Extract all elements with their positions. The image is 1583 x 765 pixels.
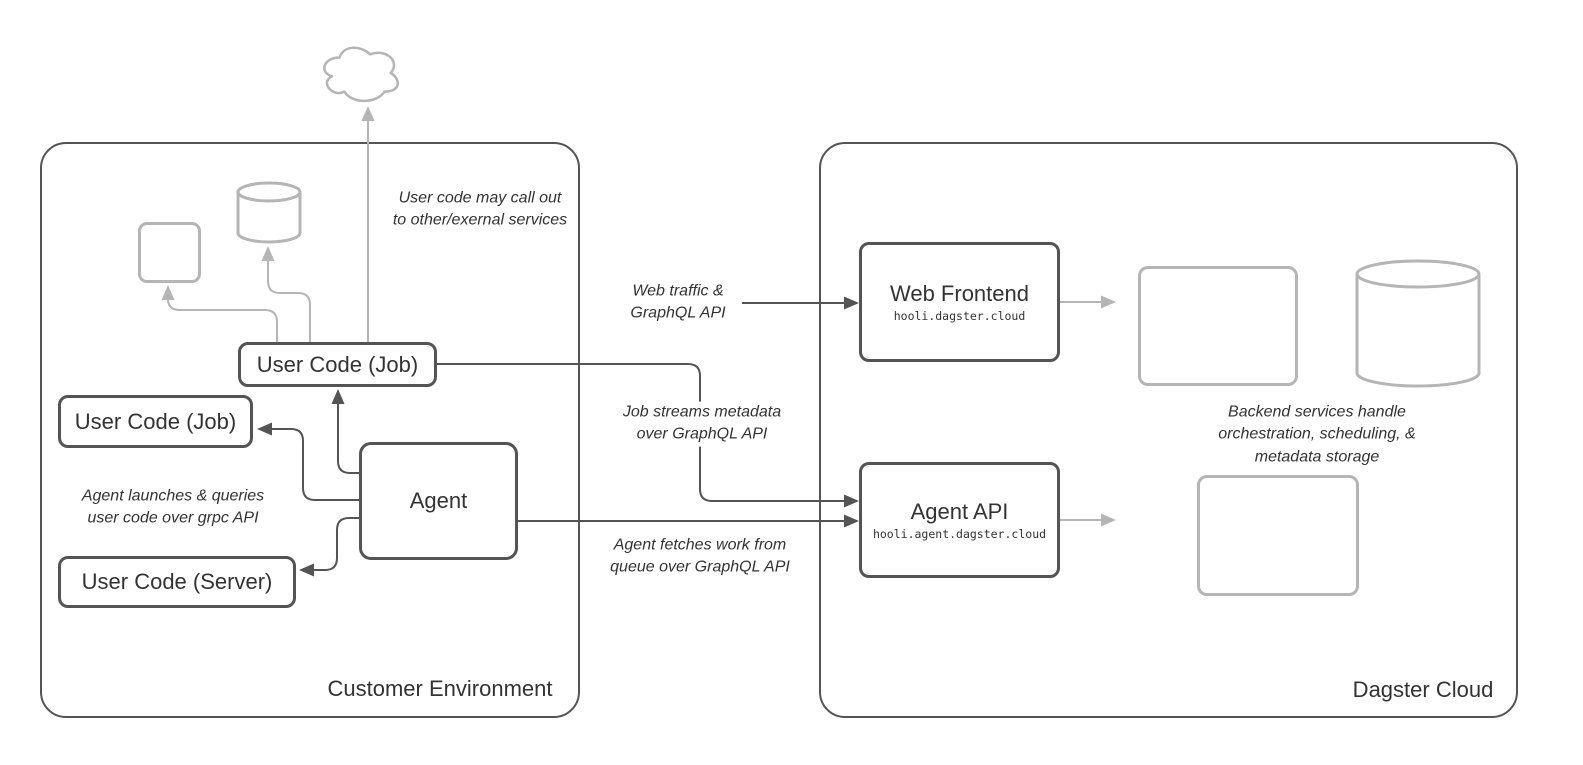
customer-environment-label: Customer Environment (327, 676, 553, 701)
edge-api-to-backend (1060, 513, 1116, 527)
node-label: Web Frontend (889, 280, 1029, 306)
node-agent-api: Agent API hooli.agent.dagster.cloud (859, 462, 1060, 578)
backend-service-box-bottom (1197, 475, 1359, 596)
annotation-agent-fetches: Agent fetches work from queue over Graph… (590, 534, 810, 580)
edge-agent-to-server (299, 517, 359, 577)
database-icon-right (1355, 259, 1481, 388)
edge-frontend-to-backend (1060, 295, 1116, 309)
node-label: User Code (Server) (81, 569, 273, 595)
customer-environment-container (40, 142, 580, 718)
edge-job-to-database (261, 246, 311, 342)
annotation-agent-grpc: Agent launches & queries user code over … (63, 485, 283, 531)
backend-service-box-top (1138, 266, 1298, 386)
node-label: Agent (409, 488, 468, 514)
node-subtitle: hooli.dagster.cloud (893, 309, 1026, 324)
node-label: User Code (Job) (74, 408, 237, 434)
annotation-job-streams: Job streams metadata over GraphQL API (597, 401, 807, 447)
node-label: User Code (Job) (256, 351, 419, 377)
cloud-icon (323, 46, 399, 103)
node-user-code-job-left: User Code (Job) (58, 395, 253, 448)
annotation-external-services: User code may call out to other/exernal … (385, 187, 575, 233)
node-subtitle: hooli.agent.dagster.cloud (872, 527, 1047, 542)
dagster-cloud-label: Dagster Cloud (1352, 677, 1494, 702)
node-web-frontend: Web Frontend hooli.dagster.cloud (859, 242, 1060, 362)
external-service-box (138, 222, 201, 283)
edge-agent-fetches-work (518, 514, 859, 528)
node-user-code-job-top: User Code (Job) (238, 342, 437, 387)
node-agent: Agent (359, 442, 518, 560)
dagster-cloud-container (819, 142, 1518, 718)
annotation-web-traffic: Web traffic & GraphQL API (614, 280, 742, 326)
edge-agent-to-job-top (331, 389, 359, 474)
edge-job-to-service-box (161, 285, 278, 342)
edge-job-to-cloud (361, 106, 375, 342)
node-label: Agent API (910, 498, 1009, 524)
database-icon-left (236, 181, 302, 244)
edge-agent-to-job-left (257, 422, 359, 501)
edge-web-traffic (740, 296, 859, 310)
node-user-code-server: User Code (Server) (58, 556, 296, 608)
annotation-backend-services: Backend services handle orchestration, s… (1192, 401, 1442, 469)
